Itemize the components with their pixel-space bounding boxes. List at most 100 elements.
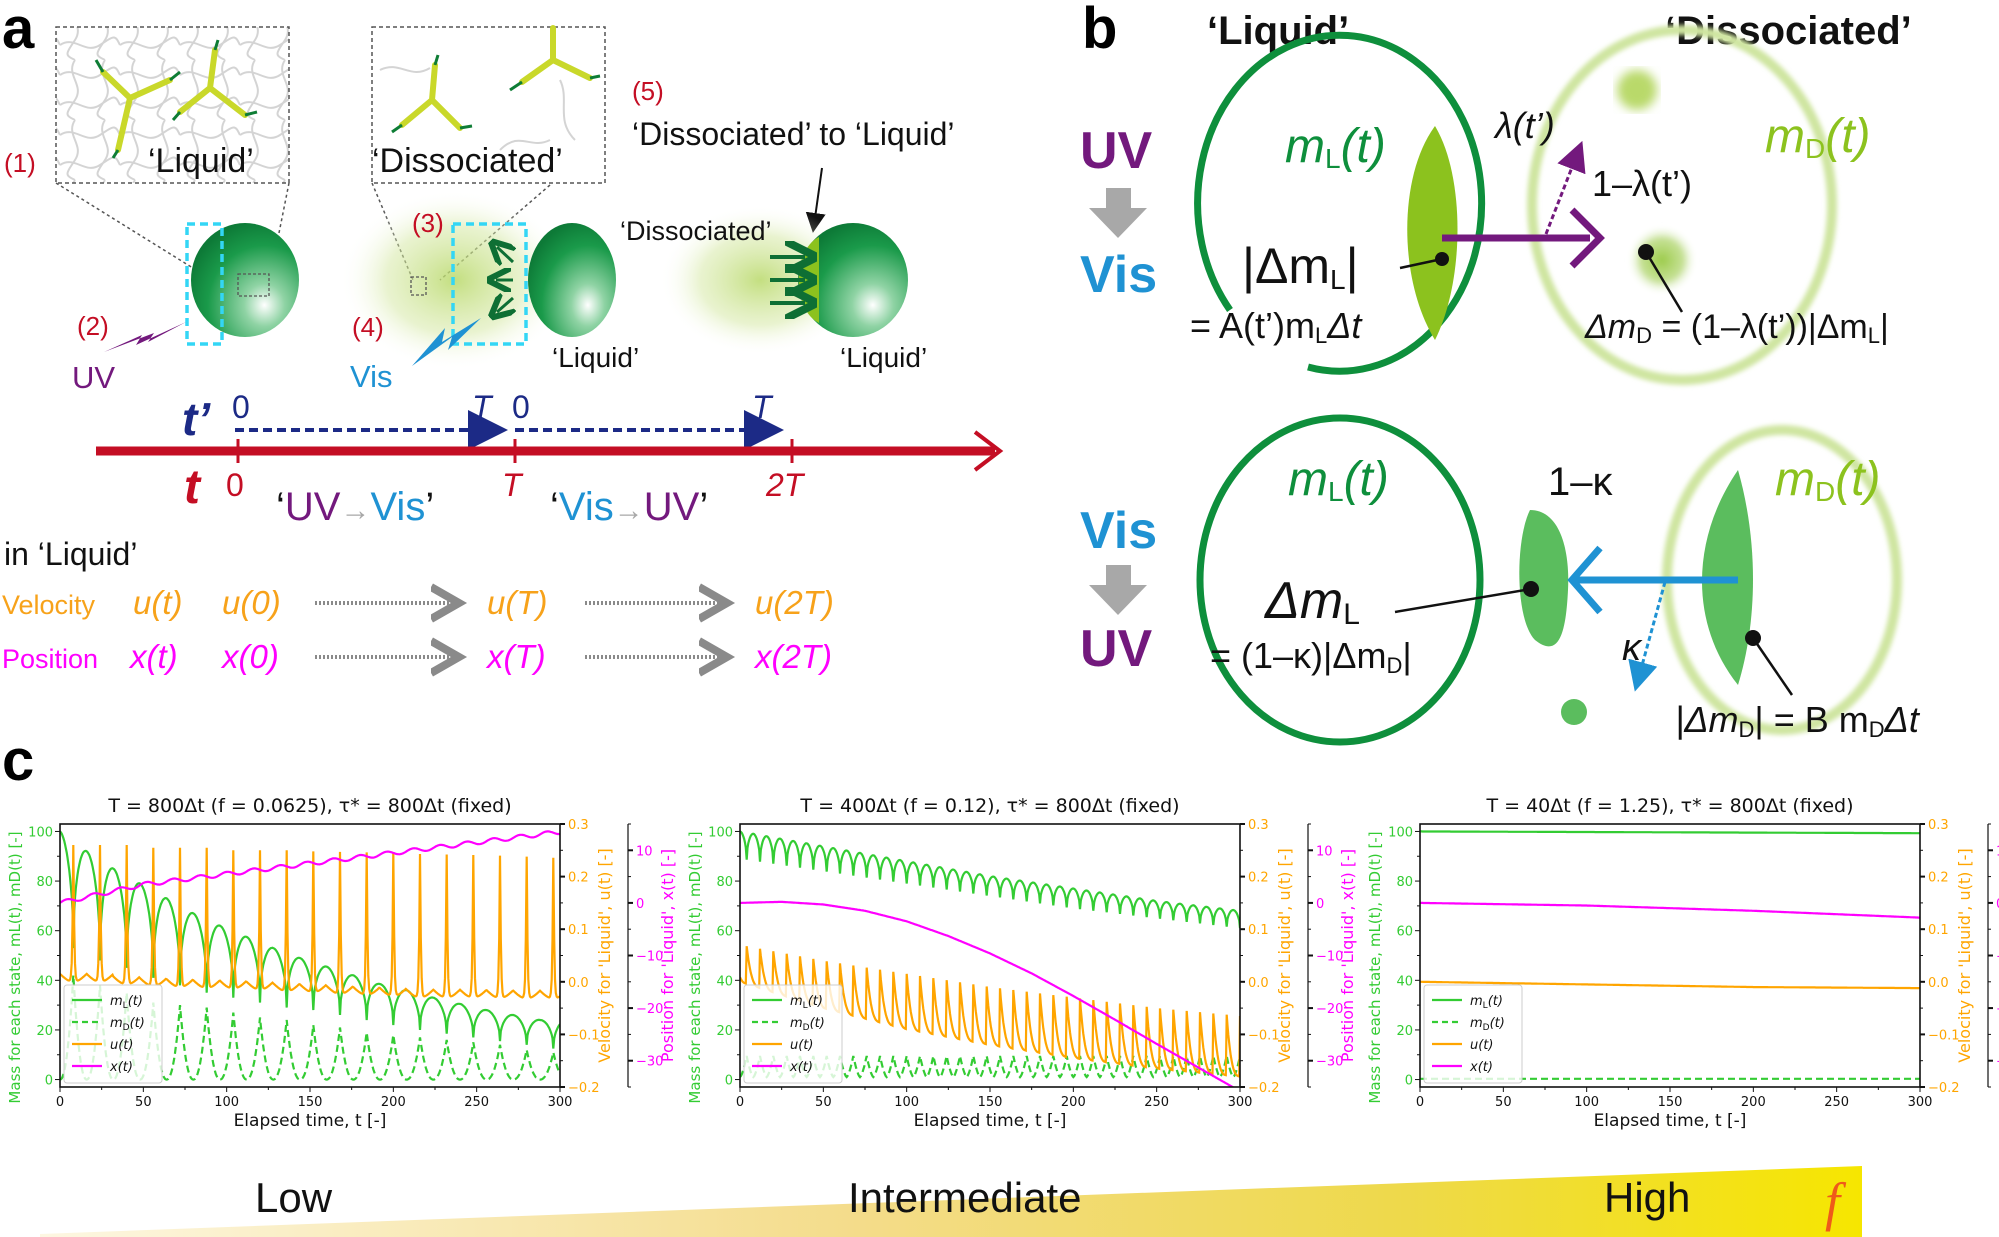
uv-to-vis-scheme: UV Vis mL(t) mD(t) λ(t’) 1–λ(t’) |ΔmL| =… xyxy=(1080,25,1889,385)
svg-text:150: 150 xyxy=(298,1095,323,1110)
dissociation-arrows xyxy=(496,247,513,312)
uv-lightning-icon xyxy=(104,322,186,352)
inset-liquid-network: ‘Liquid’ xyxy=(55,26,290,184)
top-mD-label: mD(t) xyxy=(1765,110,1871,164)
legend-entry: x(t) xyxy=(789,1060,813,1075)
velocity-var: u(t) xyxy=(133,584,183,621)
reattach-arrows xyxy=(770,257,805,303)
liquid-label-3: ‘Liquid’ xyxy=(840,342,927,373)
scale-intermediate: Intermediate xyxy=(848,1174,1081,1221)
trimer-icon xyxy=(100,47,248,153)
x-axis-label: Elapsed time, t [-] xyxy=(234,1111,387,1131)
svg-text:60: 60 xyxy=(716,925,733,940)
inset-liquid-label: ‘Liquid’ xyxy=(148,142,254,180)
series-mL xyxy=(1420,830,1920,835)
svg-text:−0.1: −0.1 xyxy=(568,1028,600,1043)
x-axis-label: Elapsed time, t [-] xyxy=(1594,1111,1747,1131)
svg-text:0.0: 0.0 xyxy=(1248,976,1269,991)
reassociated-fragment xyxy=(1627,225,1697,295)
svg-text:100: 100 xyxy=(708,825,733,840)
svg-text:0: 0 xyxy=(725,1074,733,1089)
svg-text:10: 10 xyxy=(636,844,653,859)
series-mL xyxy=(740,830,1240,929)
legend-entry: x(t) xyxy=(1469,1060,1493,1075)
in-liquid-heading: in ‘Liquid’ xyxy=(4,536,137,572)
svg-text:0: 0 xyxy=(1996,897,1999,912)
chart-low-f: T = 800Δt (f = 0.0625), τ* = 800Δt (fixe… xyxy=(6,795,677,1131)
svg-text:80: 80 xyxy=(1396,875,1413,890)
uv-label: UV xyxy=(72,360,115,395)
t-tick-T: T xyxy=(502,467,524,503)
panel-c: c T = 800Δt (f = 0.0625), τ* = 800Δt (fi… xyxy=(2,728,1999,1237)
step-5-description: ‘Dissociated’ to ‘Liquid’ xyxy=(632,116,955,152)
liquid-droplet-3 xyxy=(798,223,908,337)
reattached-fragment xyxy=(1519,510,1569,647)
bottom-mD-label: mD(t) xyxy=(1775,453,1881,507)
velocity-uT: u(T) xyxy=(487,584,548,621)
legend-entry: mL(t) xyxy=(790,994,823,1011)
legend-entry: x(t) xyxy=(109,1060,133,1075)
svg-text:−0.1: −0.1 xyxy=(1248,1028,1280,1043)
svg-text:50: 50 xyxy=(815,1095,832,1110)
svg-text:0: 0 xyxy=(1316,897,1324,912)
dissociated-fragment xyxy=(1617,70,1657,110)
svg-text:0: 0 xyxy=(1416,1095,1424,1110)
svg-text:200: 200 xyxy=(381,1095,406,1110)
svg-text:300: 300 xyxy=(548,1095,573,1110)
step-1-label: (1) xyxy=(4,148,36,178)
y-axis-label-velocity: Velocity for 'Liquid', u(t) [-] xyxy=(595,848,614,1062)
svg-text:−20: −20 xyxy=(1316,1002,1343,1017)
phase-vis-to-uv: ‘Vis→UV’ xyxy=(550,485,708,529)
vis-irradiation-zone xyxy=(451,222,528,346)
svg-text:20: 20 xyxy=(36,1024,53,1039)
panel-b-letter: b xyxy=(1082,0,1117,61)
t-label: t xyxy=(184,461,202,514)
position-x2T: x(2T) xyxy=(753,638,832,675)
frequency-scale-wedge xyxy=(40,1166,1862,1237)
svg-text:150: 150 xyxy=(978,1095,1003,1110)
bottom-to-uv: UV xyxy=(1080,620,1153,678)
t-prime-label: t’ xyxy=(182,393,211,445)
svg-text:0.1: 0.1 xyxy=(1928,923,1949,938)
scale-high: High xyxy=(1604,1174,1690,1221)
irradiated-region xyxy=(1407,126,1458,340)
step-4-label: (4) xyxy=(352,312,384,342)
y-axis-label-mass: Mass for each state, mL(t), mD(t) [-] xyxy=(1366,831,1384,1103)
svg-text:250: 250 xyxy=(1144,1095,1169,1110)
tp-tick-0b: 0 xyxy=(512,389,530,425)
top-mL-label: mL(t) xyxy=(1285,120,1386,174)
svg-text:40: 40 xyxy=(716,974,733,989)
t-tick-0: 0 xyxy=(226,467,244,503)
y-axis-label-mass: Mass for each state, mL(t), mD(t) [-] xyxy=(686,831,704,1103)
tp-tick-0a: 0 xyxy=(232,389,250,425)
tp-tick-Ta: T xyxy=(472,389,494,425)
timeline: t’ 0 T 0 T t 0 T 2T ‘UV→Vis’ ‘Vis→UV’ xyxy=(96,389,1004,529)
phase-uv-to-vis: ‘UV→Vis’ xyxy=(276,485,434,529)
svg-text:60: 60 xyxy=(1396,925,1413,940)
series-x xyxy=(1420,901,1920,919)
tp-tick-Tb: T xyxy=(752,389,774,425)
legend-entry: mD(t) xyxy=(790,1016,825,1033)
svg-text:0.2: 0.2 xyxy=(1928,871,1949,886)
step-3-label: (3) xyxy=(412,208,444,238)
svg-text:40: 40 xyxy=(1396,974,1413,989)
legend-entry: mD(t) xyxy=(1470,1016,1505,1033)
svg-text:−30: −30 xyxy=(1316,1055,1343,1070)
series-x xyxy=(60,830,560,904)
chart-legend: mL(t)mD(t)u(t)x(t) xyxy=(743,984,843,1084)
chart-title: T = 400Δt (f = 0.12), τ* = 800Δt (fixed) xyxy=(799,795,1179,817)
svg-text:−10: −10 xyxy=(1996,950,1999,965)
svg-text:200: 200 xyxy=(1741,1095,1766,1110)
y-axis-label-mass: Mass for each state, mL(t), mD(t) [-] xyxy=(6,831,24,1103)
down-arrow-icon-2 xyxy=(1089,565,1147,615)
delta-mD-B-equation: |ΔmD| = B mDΔt xyxy=(1675,699,1921,742)
vis-to-uv-scheme: Vis UV mL(t) mD(t) 1–κ κ ΔmL = (1–κ)|ΔmD… xyxy=(1080,414,1921,746)
svg-text:50: 50 xyxy=(135,1095,152,1110)
svg-text:60: 60 xyxy=(36,925,53,940)
svg-text:0: 0 xyxy=(56,1095,64,1110)
kappa-label: κ xyxy=(1622,627,1643,669)
svg-text:100: 100 xyxy=(894,1095,919,1110)
panel-a: a ‘Liquid’ (1) (2) UV xyxy=(2,0,1004,675)
svg-text:0.1: 0.1 xyxy=(568,923,589,938)
